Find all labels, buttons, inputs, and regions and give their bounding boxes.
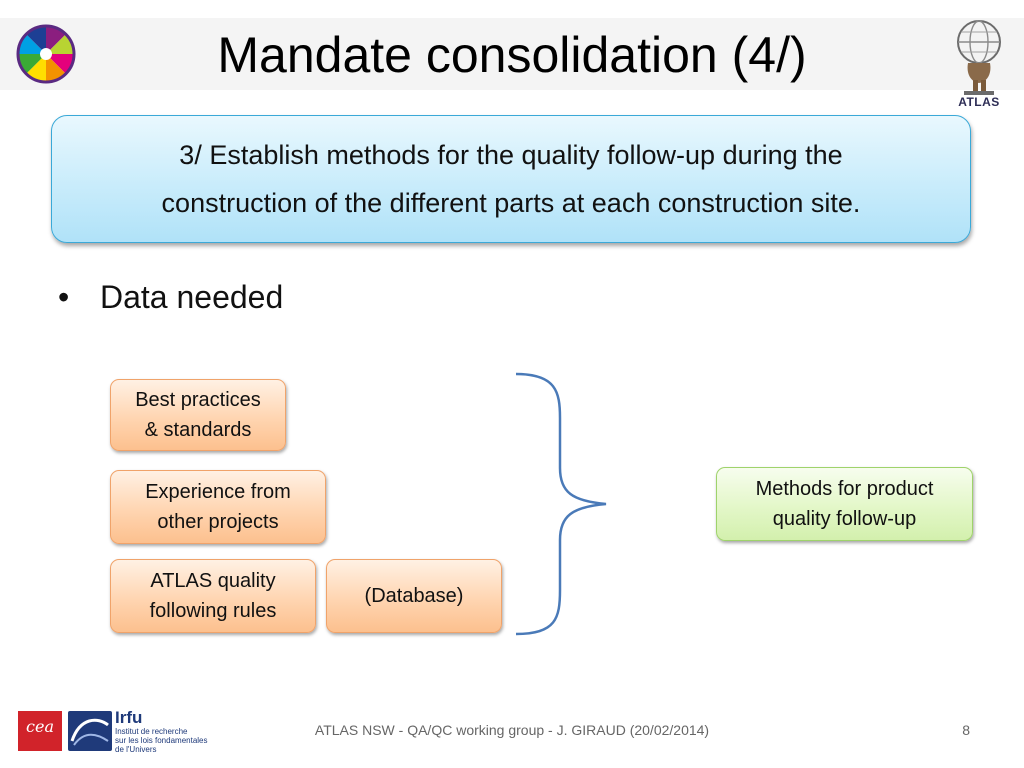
collaboration-wheel-logo — [12, 20, 80, 88]
input-box-line: & standards — [144, 419, 252, 441]
input-box-experience: Experience from other projects — [110, 470, 326, 544]
atlas-logo — [946, 16, 1012, 112]
input-box-database: (Database) — [326, 559, 502, 633]
bullet-marker: • — [58, 279, 70, 315]
cea-logo: cea — [18, 711, 62, 751]
bullet-text: Data needed — [100, 279, 284, 315]
mandate-box: 3/ Establish methods for the quality fol… — [51, 115, 971, 243]
output-box-line: quality follow-up — [772, 508, 917, 530]
footer-text: ATLAS NSW - QA/QC working group - J. GIR… — [314, 722, 710, 738]
title-band — [0, 18, 1024, 90]
mandate-line: construction of the different parts at e… — [161, 188, 861, 218]
input-box-line: following rules — [149, 600, 277, 622]
input-box-best-practices: Best practices & standards — [110, 379, 286, 451]
right-curly-brace — [500, 368, 620, 640]
irfu-logo-title: Irfu — [115, 708, 143, 727]
irfu-subtitle-line: de l'Univers — [115, 745, 157, 754]
irfu-subtitle-line: Institut de recherche — [115, 727, 188, 736]
input-box-line: (Database) — [364, 585, 464, 607]
input-box-line: Experience from — [145, 481, 291, 503]
output-box-methods: Methods for product quality follow-up — [716, 467, 973, 541]
irfu-logo-mark — [68, 711, 112, 751]
page-number: 8 — [962, 722, 970, 738]
irfu-logo-subtitle: Institut de recherche sur les lois fonda… — [115, 727, 215, 754]
mandate-line: 3/ Establish methods for the quality fol… — [179, 140, 843, 170]
input-box-line: ATLAS quality — [150, 570, 276, 592]
mandate-text: 3/ Establish methods for the quality fol… — [162, 131, 861, 227]
input-box-atlas-rules: ATLAS quality following rules — [110, 559, 316, 633]
atlas-logo-text: ATLAS — [958, 95, 1000, 109]
irfu-subtitle-line: sur les lois fondamentales — [115, 736, 208, 745]
input-box-line: other projects — [157, 511, 279, 533]
slide-title: Mandate consolidation (4/) — [217, 27, 807, 83]
input-box-line: Best practices — [135, 389, 261, 411]
output-box-line: Methods for product — [755, 478, 934, 500]
